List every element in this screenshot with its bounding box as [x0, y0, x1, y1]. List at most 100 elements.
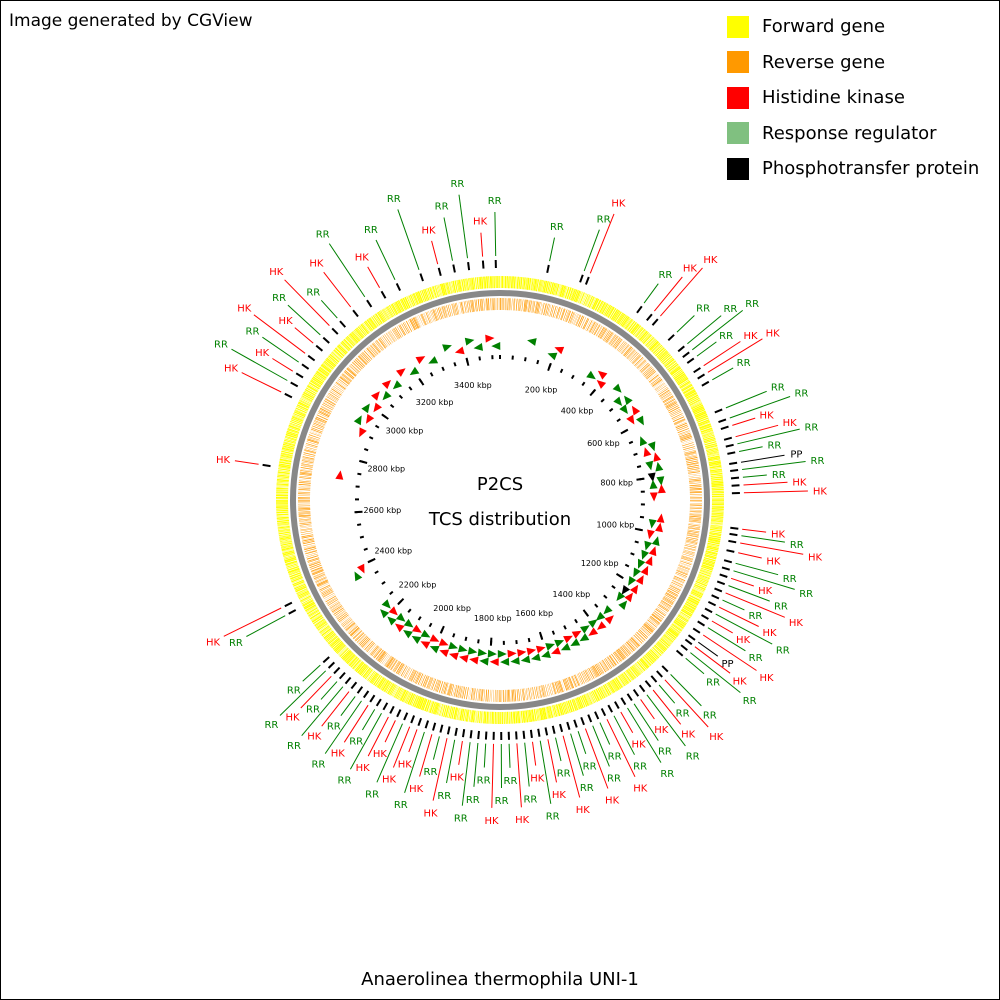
forward-gene-block: [686, 600, 698, 607]
forward-gene-block: [508, 711, 510, 724]
forward-gene-block: [693, 407, 705, 414]
forward-gene-block: [296, 406, 308, 412]
forward-gene-block: [516, 711, 519, 724]
reverse-gene-block: [646, 621, 656, 629]
feature-label: RR: [745, 299, 759, 310]
reverse-gene-block: [315, 577, 327, 583]
forward-gene-block: [696, 578, 709, 584]
forward-gene-block: [670, 626, 680, 634]
forward-gene-block: [276, 508, 289, 510]
reverse-gene-block: [564, 678, 570, 690]
reverse-gene-block: [494, 689, 496, 702]
forward-gene-block: [549, 705, 554, 718]
reverse-gene-block: [302, 537, 314, 540]
forward-gene-block: [681, 383, 692, 391]
forward-gene-block: [277, 521, 290, 524]
feature-label: RR: [306, 704, 320, 715]
forward-gene-block: [305, 387, 317, 395]
forward-gene-block: [391, 685, 398, 697]
forward-gene-block: [707, 451, 719, 455]
reverse-gene-block: [618, 341, 626, 352]
forward-gene-block: [285, 435, 297, 441]
forward-gene-block: [406, 296, 413, 308]
reverse-gene-block: [575, 674, 581, 686]
ruler-tick-label: 2200 kbp: [399, 580, 437, 589]
forward-gene-block: [565, 701, 570, 714]
reverse-gene-block: [600, 328, 608, 340]
reverse-gene-block: [558, 307, 563, 320]
forward-gene-block: [276, 504, 289, 506]
reverse-gene-block: [643, 623, 654, 633]
forward-gene-block: [651, 648, 661, 657]
feature-leader-line: [584, 728, 609, 789]
feature-label: RR: [394, 800, 408, 811]
reverse-gene-block: [297, 499, 310, 501]
reverse-gene-block: [481, 689, 483, 702]
reverse-gene-block: [373, 648, 382, 658]
reverse-gene-block: [679, 432, 691, 438]
feature-label: RR: [495, 796, 509, 807]
reverse-gene-block: [508, 298, 510, 311]
reverse-gene-block: [298, 493, 311, 495]
forward-gene-block: [293, 413, 305, 419]
reverse-gene-block: [306, 553, 318, 558]
forward-gene-block: [345, 653, 354, 663]
forward-gene-block: [406, 692, 412, 704]
feature-leader-line: [516, 743, 522, 808]
ruler-minor-tick: [570, 374, 575, 380]
forward-gene-block: [480, 711, 483, 724]
reverse-gene-block: [379, 337, 388, 348]
forward-gene-block: [696, 579, 708, 585]
feature-arrow: [535, 645, 546, 654]
forward-gene-block: [449, 706, 454, 719]
reverse-gene-block: [582, 671, 588, 683]
reverse-gene-block: [571, 676, 576, 688]
feature-leader-line: [253, 314, 306, 354]
forward-gene-block: [711, 518, 724, 521]
reverse-gene-block: [640, 627, 650, 637]
forward-gene-block: [324, 631, 335, 640]
feature-leader-line: [431, 240, 439, 265]
forward-gene-block: [361, 666, 370, 677]
forward-gene-block: [569, 288, 575, 300]
reverse-gene-block: [554, 681, 559, 694]
reverse-gene-block: [458, 686, 462, 698]
feature-label: HK: [309, 259, 324, 270]
reverse-gene-block: [688, 524, 701, 527]
ruler-tick-label: 1600 kbp: [515, 609, 553, 618]
reverse-gene-block: [686, 534, 699, 538]
forward-gene-block: [611, 679, 619, 691]
reverse-gene-block: [346, 623, 356, 632]
forward-gene-block: [711, 478, 724, 481]
reverse-gene-block: [302, 540, 315, 545]
forward-gene-block: [602, 684, 610, 696]
forward-gene-block: [275, 498, 288, 500]
forward-gene-block: [638, 330, 648, 341]
reverse-gene-block: [391, 660, 398, 671]
forward-gene-block: [658, 640, 668, 650]
reverse-gene-block: [514, 689, 517, 702]
feature-leader-line: [300, 675, 332, 709]
forward-gene-block: [585, 693, 591, 706]
reverse-gene-block: [685, 542, 697, 545]
reverse-gene-block: [689, 509, 702, 511]
forward-gene-block: [456, 708, 460, 720]
forward-gene-block: [450, 281, 454, 294]
forward-gene-block: [287, 428, 300, 433]
reverse-gene-block: [685, 540, 698, 544]
forward-gene-block: [575, 698, 580, 710]
reverse-gene-block: [666, 590, 678, 597]
feature-tick: [716, 580, 726, 586]
forward-gene-block: [539, 280, 543, 292]
forward-gene-block: [327, 635, 338, 644]
forward-gene-block: [684, 603, 696, 611]
forward-gene-block: [393, 686, 401, 698]
forward-gene-block: [329, 353, 340, 363]
reverse-gene-block: [684, 450, 696, 454]
forward-gene-block: [709, 468, 722, 472]
feature-label: RR: [246, 326, 260, 337]
reverse-gene-block: [499, 690, 501, 703]
forward-gene-block: [389, 684, 396, 696]
feature-leader-line: [408, 729, 418, 753]
